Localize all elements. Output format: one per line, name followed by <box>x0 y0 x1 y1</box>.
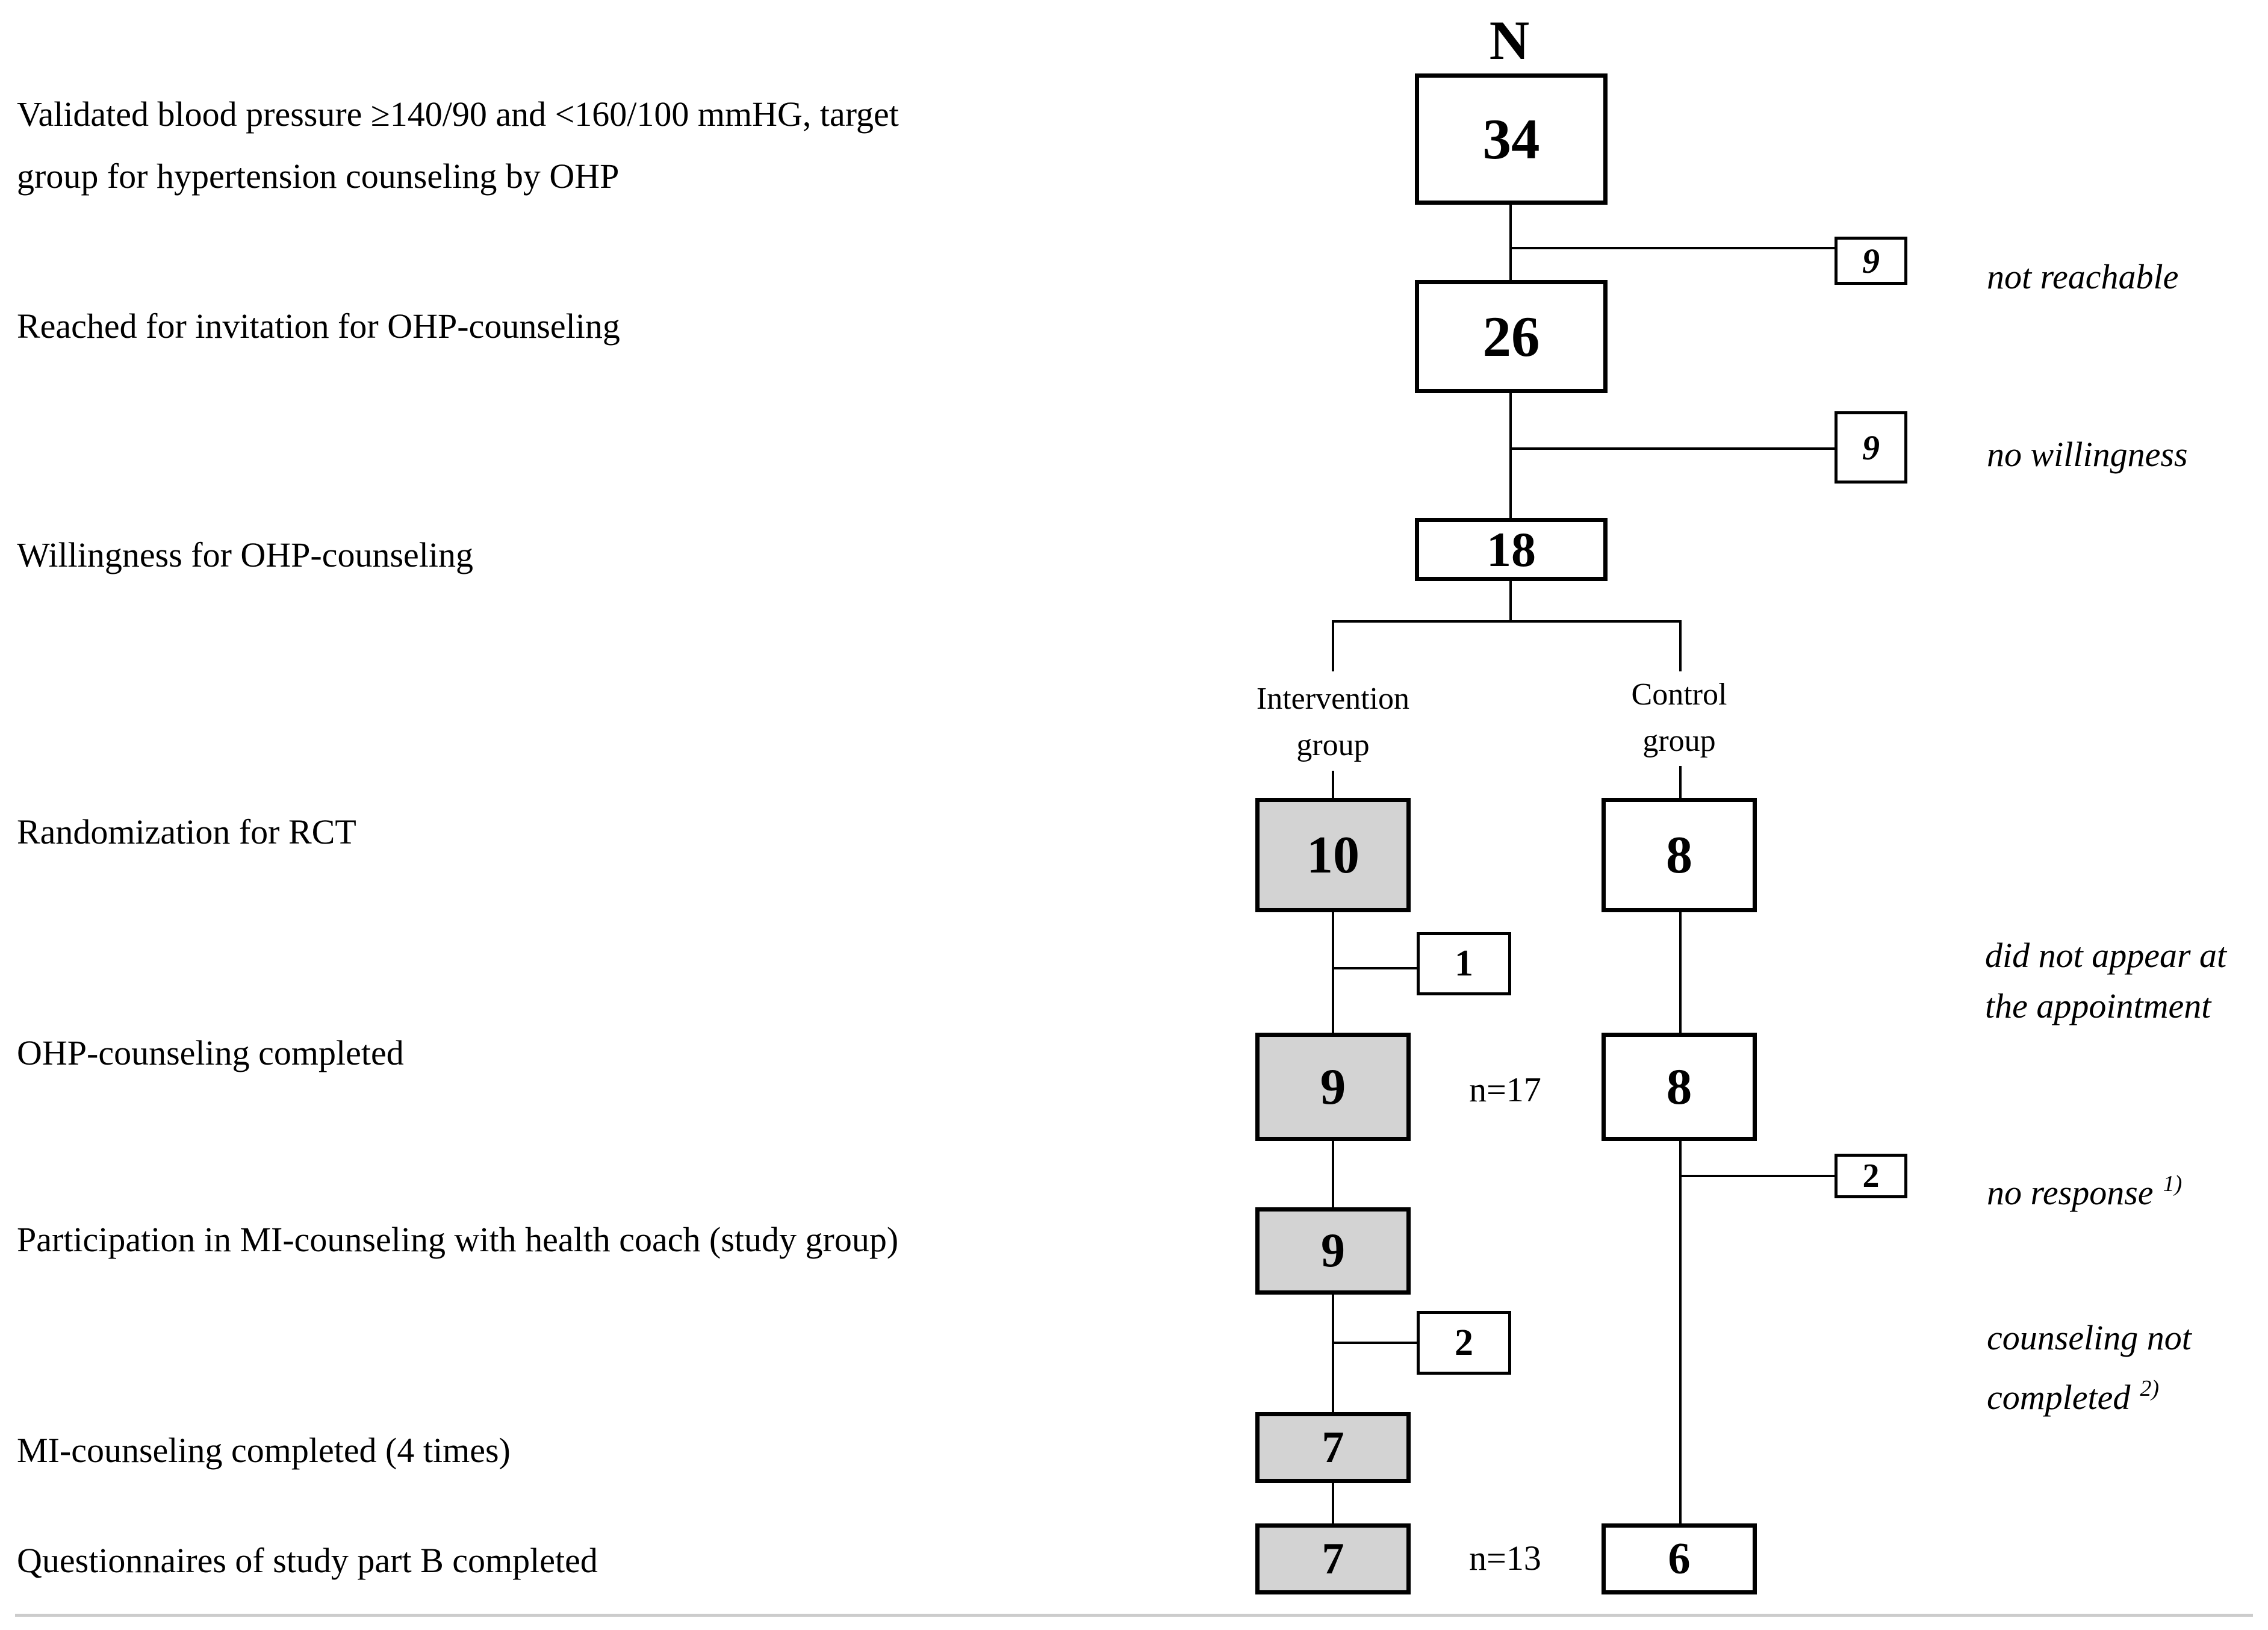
stage-label-line: Randomization for RCT <box>17 812 356 851</box>
box-control-ohp-completed: 8 <box>1602 1033 1757 1141</box>
subtotal-after-ohp: n=17 <box>1469 1070 1541 1109</box>
exit-box-counseling-not-completed: 2 <box>1417 1311 1511 1375</box>
footnote-marker-1: 1) <box>2163 1171 2183 1196</box>
exit-annotation-no-response: no response 1) <box>1987 1159 2182 1218</box>
box-intervention-mi-completed: 7 <box>1255 1412 1411 1483</box>
box-control-questionnaires: 6 <box>1602 1523 1757 1594</box>
intervention-group-label-line: Intervention <box>1256 682 1410 716</box>
box-willing-n: 18 <box>1415 518 1608 581</box>
stage-label-line: OHP-counseling completed <box>17 1033 404 1072</box>
exit-annotation-line: no response <box>1987 1173 2154 1212</box>
stage-label-ohp-completed: OHP-counseling completed <box>17 1022 404 1084</box>
box-reached-n: 26 <box>1415 280 1608 393</box>
stage-label-line: group for hypertension counseling by OHP <box>17 157 620 196</box>
exit-box-no-willingness: 9 <box>1835 411 1907 484</box>
stage-label-line: Participation in MI-counseling with heal… <box>17 1220 899 1259</box>
exit-annotation-no-willingness: no willingness <box>1987 435 2188 474</box>
box-intervention-mi-participation: 9 <box>1255 1207 1411 1295</box>
connector-line <box>1509 393 1512 518</box>
box-intervention-questionnaires: 7 <box>1255 1523 1411 1594</box>
stage-label-line: Reached for invitation for OHP-counselin… <box>17 306 620 346</box>
exit-annotation-line: the appointment <box>1985 986 2211 1025</box>
exit-box-no-response: 2 <box>1835 1154 1907 1198</box>
connector-line <box>1332 771 1334 798</box>
stage-label-willingness: Willingness for OHP-counseling <box>17 524 473 586</box>
connector-line <box>1332 620 1334 671</box>
connector-line <box>1332 1295 1334 1412</box>
box-intervention-randomized: 10 <box>1255 798 1411 912</box>
intervention-group-label: Intervention group <box>1228 676 1438 768</box>
exit-annotation-line: counseling not <box>1987 1318 2192 1357</box>
connector-line <box>1333 1342 1417 1344</box>
connector-line <box>1332 912 1334 1033</box>
connector-line <box>1680 1175 1835 1177</box>
connector-line <box>1511 447 1835 450</box>
connector-line <box>1509 205 1512 280</box>
box-control-randomized: 8 <box>1602 798 1757 912</box>
subtotal-final: n=13 <box>1469 1538 1541 1578</box>
connector-line <box>1679 912 1682 1033</box>
stage-label-questionnaires: Questionnaires of study part B completed <box>17 1529 598 1591</box>
stage-label-mi-completed: MI-counseling completed (4 times) <box>17 1419 511 1481</box>
connector-line <box>1511 247 1835 249</box>
stage-label-validated-bp: Validated blood pressure ≥140/90 and <16… <box>17 83 899 207</box>
connector-line <box>1509 581 1512 621</box>
stage-label-mi-participation: Participation in MI-counseling with heal… <box>17 1209 898 1271</box>
bottom-divider-line <box>15 1614 2253 1617</box>
intervention-group-label-line: group <box>1296 728 1370 762</box>
n-header: N <box>1489 10 1530 71</box>
exit-annotation-line: did not appear at <box>1985 936 2227 975</box>
connector-line <box>1332 1483 1334 1523</box>
stage-label-randomization: Randomization for RCT <box>17 801 356 863</box>
exit-box-did-not-appear: 1 <box>1417 932 1511 995</box>
connector-line <box>1332 620 1682 623</box>
connector-line <box>1333 967 1417 969</box>
box-total-n: 34 <box>1415 73 1608 205</box>
stage-label-reached: Reached for invitation for OHP-counselin… <box>17 295 620 357</box>
box-intervention-ohp-completed: 9 <box>1255 1033 1411 1141</box>
connector-line <box>1679 1141 1682 1523</box>
control-group-label-line: Control <box>1631 677 1727 712</box>
connector-line <box>1679 766 1682 798</box>
exit-annotation-not-reachable: not reachable <box>1987 257 2179 296</box>
control-group-label-line: group <box>1642 724 1716 758</box>
control-group-label: Control group <box>1574 671 1785 764</box>
connector-line <box>1679 620 1682 671</box>
stage-label-line: Questionnaires of study part B completed <box>17 1541 598 1580</box>
stage-label-line: Validated blood pressure ≥140/90 and <16… <box>17 95 899 134</box>
exit-annotation-did-not-appear: did not appear at the appointment <box>1985 930 2226 1031</box>
connector-line <box>1332 1141 1334 1207</box>
stage-label-line: MI-counseling completed (4 times) <box>17 1431 511 1470</box>
footnote-marker-2: 2) <box>2140 1376 2159 1401</box>
stage-label-line: Willingness for OHP-counseling <box>17 535 474 574</box>
exit-box-not-reachable: 9 <box>1835 237 1907 285</box>
